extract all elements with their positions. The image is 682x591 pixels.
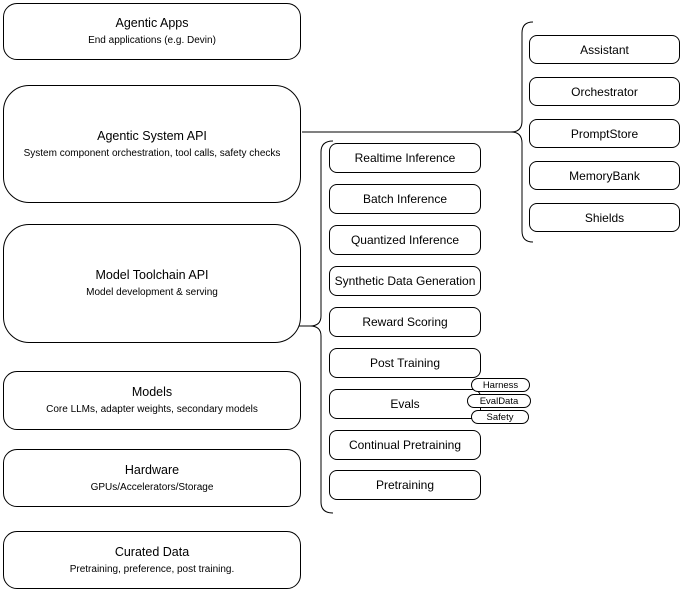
system-components-curly-bracket	[510, 21, 534, 243]
box-curated-data: Curated Data Pretraining, preference, po…	[3, 531, 301, 589]
evals-tag-label: Harness	[482, 379, 519, 391]
evals-tag-harness: Harness	[471, 378, 530, 392]
box-title: Curated Data	[114, 544, 190, 559]
box-title: Model Toolchain API	[95, 268, 209, 282]
box-subtitle: Pretraining, preference, post training.	[69, 563, 235, 575]
box-agentic-system-api: Agentic System API System component orch…	[3, 85, 301, 203]
toolchain-item-synthetic-data-generation: Synthetic Data Generation	[329, 266, 481, 296]
system-component-promptstore: PromptStore	[529, 119, 680, 148]
toolchain-item-label: Quantized Inference	[350, 233, 460, 247]
toolchain-item-label: Pretraining	[375, 478, 435, 492]
system-component-label: Shields	[584, 210, 625, 225]
box-model-toolchain-api: Model Toolchain API Model development & …	[3, 224, 301, 343]
evals-tag-label: Safety	[486, 411, 514, 423]
toolchain-item-continual-pretraining: Continual Pretraining	[329, 430, 481, 460]
box-title: Hardware	[124, 462, 180, 477]
toolchain-item-quantized-inference: Quantized Inference	[329, 225, 481, 255]
toolchain-item-label: Evals	[390, 397, 420, 411]
toolchain-item-label: Realtime Inference	[354, 151, 456, 165]
toolchain-item-label: Reward Scoring	[362, 315, 448, 329]
box-subtitle: System component orchestration, tool cal…	[23, 147, 281, 159]
system-component-shields: Shields	[529, 203, 680, 232]
box-subtitle: End applications (e.g. Devin)	[88, 35, 216, 46]
toolchain-item-pretraining: Pretraining	[329, 470, 481, 500]
box-hardware: Hardware GPUs/Accelerators/Storage	[3, 449, 301, 507]
toolchain-item-reward-scoring: Reward Scoring	[329, 307, 481, 337]
toolchain-item-label: Synthetic Data Generation	[334, 274, 476, 288]
toolchain-item-realtime-inference: Realtime Inference	[329, 143, 481, 173]
box-models: Models Core LLMs, adapter weights, secon…	[3, 371, 301, 430]
evals-tag-label: EvalData	[479, 395, 519, 407]
box-title: Models	[131, 385, 173, 399]
evals-tag-safety: Safety	[471, 410, 529, 424]
system-component-label: PromptStore	[570, 126, 639, 141]
box-subtitle: Model development & serving	[86, 287, 218, 298]
box-title: Agentic Apps	[115, 16, 189, 30]
box-subtitle: Core LLMs, adapter weights, secondary mo…	[46, 404, 258, 415]
toolchain-item-evals: Evals	[329, 389, 481, 419]
toolchain-item-label: Batch Inference	[362, 192, 448, 206]
box-agentic-apps: Agentic Apps End applications (e.g. Devi…	[3, 3, 301, 60]
toolchain-item-batch-inference: Batch Inference	[329, 184, 481, 214]
system-component-orchestrator: Orchestrator	[529, 77, 680, 106]
toolchain-curly-bracket	[309, 140, 334, 514]
toolchain-item-label: Post Training	[369, 356, 441, 370]
system-component-label: MemoryBank	[569, 168, 640, 183]
system-component-assistant: Assistant	[529, 35, 680, 64]
box-title: Agentic System API	[97, 128, 207, 143]
toolchain-item-post-training: Post Training	[329, 348, 481, 378]
system-component-label: Assistant	[580, 42, 629, 57]
evals-tag-evaldata: EvalData	[467, 394, 531, 408]
system-component-memorybank: MemoryBank	[529, 161, 680, 190]
box-subtitle: GPUs/Accelerators/Storage	[90, 481, 214, 493]
toolchain-item-label: Continual Pretraining	[348, 438, 462, 452]
system-component-label: Orchestrator	[571, 84, 638, 99]
